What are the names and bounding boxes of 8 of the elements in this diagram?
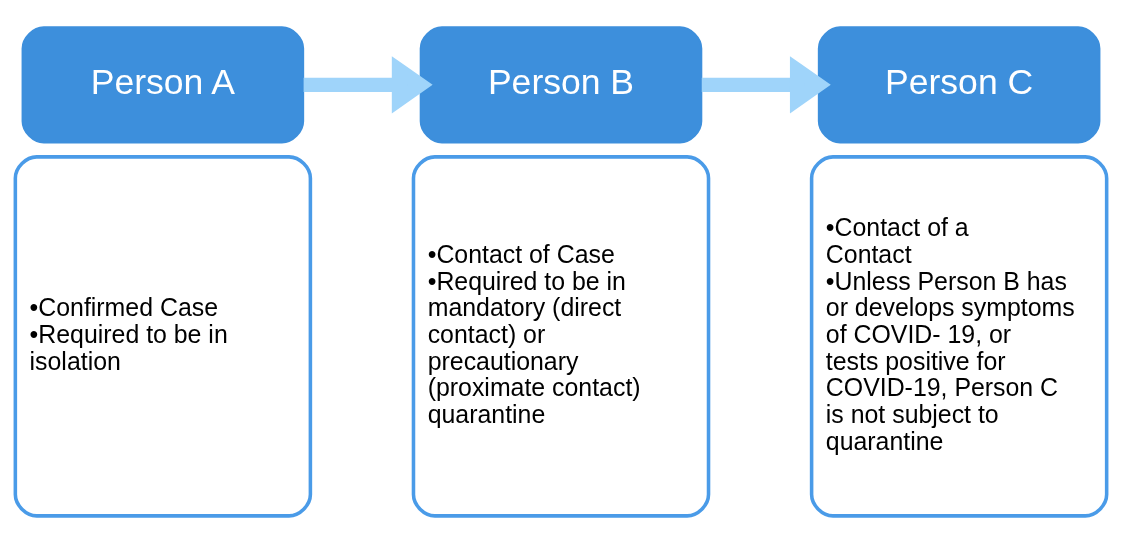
node-box: •Contact of a Contact •Unless Person B has or develops symptoms of COVID- 19, or tests positive for COVID-19, Person C is not subject to quarantine <box>809 154 1109 518</box>
node-box: Person A <box>21 25 305 144</box>
node-box: •Contact of Case •Required to be in mandatory (direct contact) or precautionary (proximate contact) quarantine <box>411 154 711 518</box>
arrow <box>701 55 831 113</box>
arrow <box>303 55 433 113</box>
node-box: Person C <box>817 25 1101 144</box>
node-box: •Confirmed Case •Required to be in isolation <box>13 154 313 518</box>
node-box: Person B <box>419 25 703 144</box>
